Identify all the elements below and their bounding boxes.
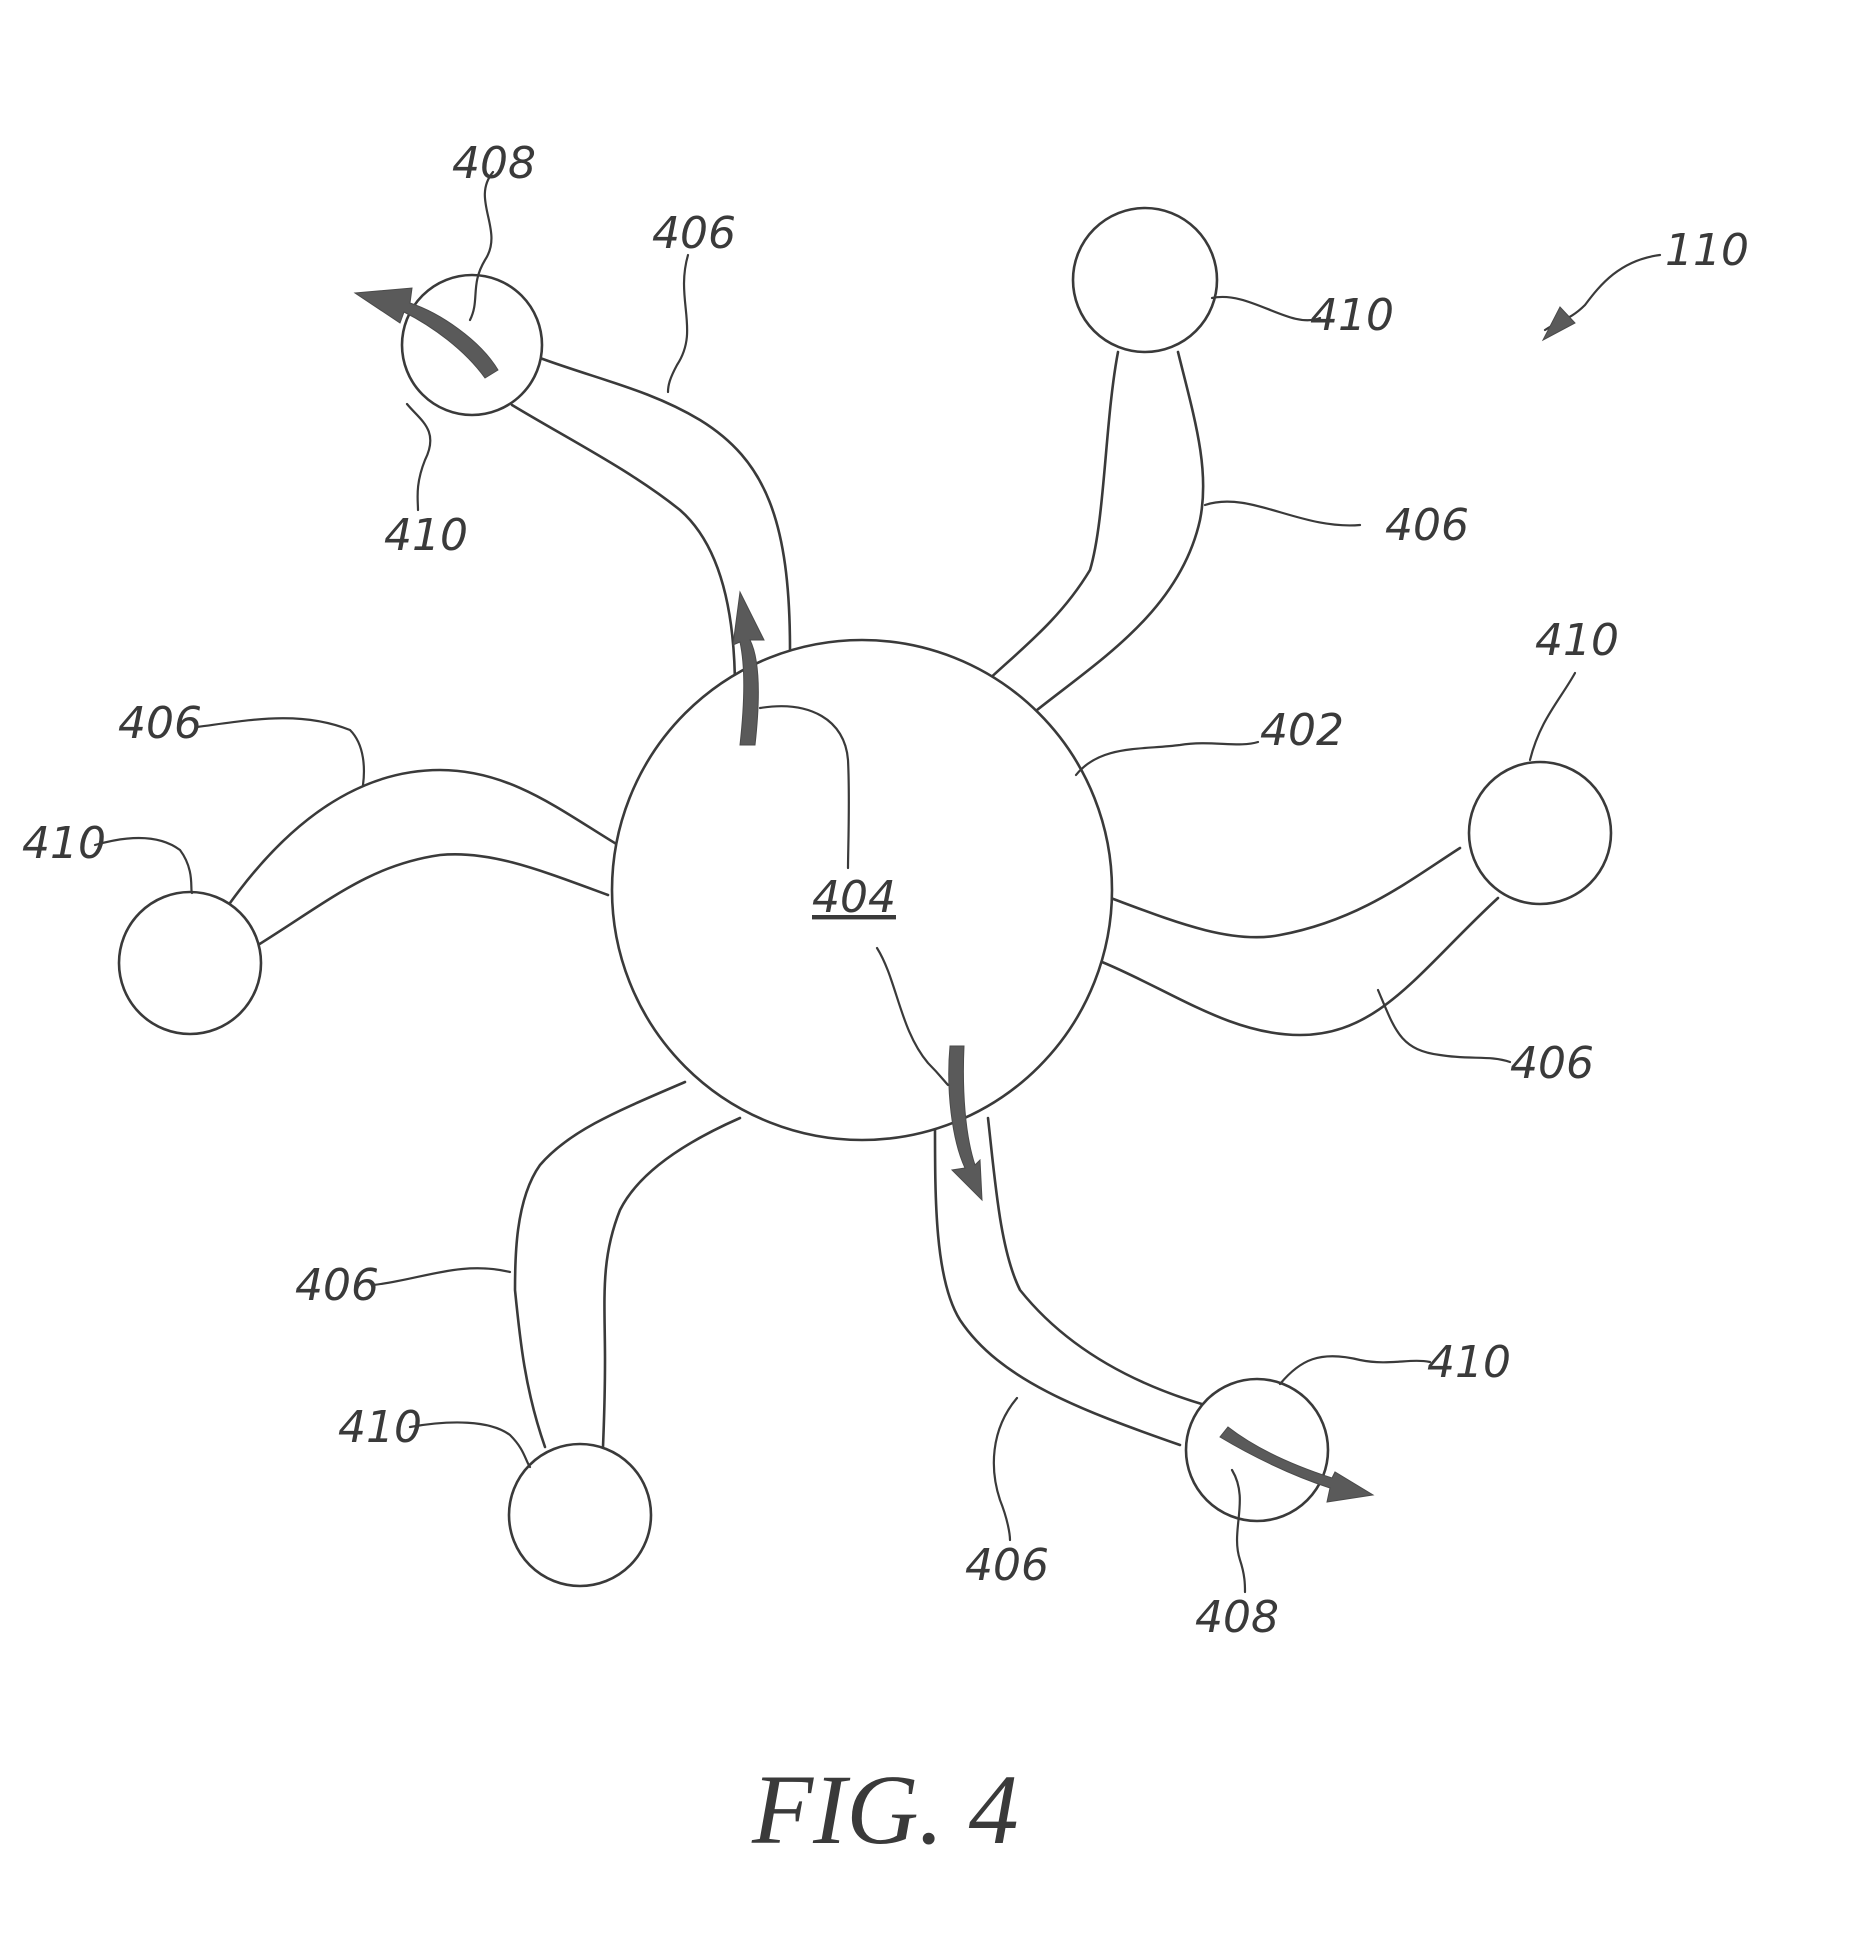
rotation-arrow-hub-lower-icon xyxy=(948,1045,983,1202)
end-body-right xyxy=(1467,760,1613,906)
rotation-arrow-top-left-icon xyxy=(353,287,499,379)
assembly-pointer-icon xyxy=(1541,306,1576,342)
leader-408-bottom xyxy=(1230,1468,1247,1594)
leader-410-right xyxy=(1528,671,1577,762)
end-body-bottom-left xyxy=(507,1442,653,1588)
label-406-right: 406 xyxy=(1510,1038,1594,1089)
label-406-bottom-left: 406 xyxy=(295,1260,379,1311)
leader-406-top-right xyxy=(1203,500,1362,527)
leader-406-right xyxy=(1376,988,1512,1064)
label-110: 110 xyxy=(1665,225,1749,276)
hub-body xyxy=(610,638,1114,1142)
arm-bottom-left xyxy=(513,1080,742,1449)
arm-bottom-right xyxy=(933,1116,1207,1447)
leader-404-lower xyxy=(875,946,950,1087)
leader-408-top xyxy=(468,170,495,322)
leader-406-left xyxy=(195,717,366,787)
rotation-arrow-hub-upper-icon xyxy=(732,590,765,746)
leader-410-bottom-left xyxy=(408,1421,532,1469)
leader-410-bottom-right xyxy=(1278,1355,1432,1386)
leader-404 xyxy=(758,705,850,870)
leader-406-bottom-left xyxy=(371,1267,512,1287)
figure-caption: FIG. 4 xyxy=(751,1754,1019,1865)
label-408-top: 408 xyxy=(452,138,536,189)
label-406-top-right: 406 xyxy=(1385,500,1469,551)
arm-top-right xyxy=(983,350,1205,712)
label-406-left: 406 xyxy=(118,698,202,749)
label-410-left: 410 xyxy=(22,818,106,869)
label-410-top-right: 410 xyxy=(1310,290,1394,341)
leader-410-top-right xyxy=(1210,295,1322,322)
leader-402 xyxy=(1074,740,1260,777)
leader-406-bottom-right xyxy=(992,1396,1019,1542)
label-410-right: 410 xyxy=(1535,615,1619,666)
label-410-bottom-right: 410 xyxy=(1427,1337,1511,1388)
label-404: 404 xyxy=(812,872,896,923)
label-406-bottom-right: 406 xyxy=(965,1540,1049,1591)
arm-top-left xyxy=(510,356,792,692)
label-410-bottom-left: 410 xyxy=(338,1402,422,1453)
arm-left xyxy=(228,768,620,947)
rotation-arrow-bottom-right-icon xyxy=(1219,1426,1375,1503)
label-406-top: 406 xyxy=(652,208,736,259)
end-body-left xyxy=(117,890,263,1036)
arm-right xyxy=(1100,846,1500,1037)
label-410-top-left: 410 xyxy=(384,510,468,561)
end-body-top-right xyxy=(1071,206,1219,354)
leader-410-left xyxy=(93,837,194,895)
label-402: 402 xyxy=(1260,705,1344,756)
label-408-bottom: 408 xyxy=(1195,1592,1279,1643)
leader-406-top xyxy=(666,253,690,394)
leader-410-top-left xyxy=(405,402,432,512)
